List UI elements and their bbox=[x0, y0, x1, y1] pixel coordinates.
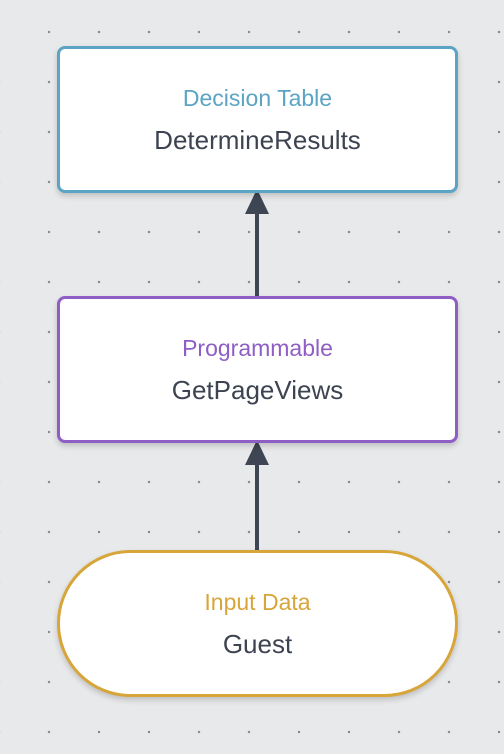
node-type-label: Programmable bbox=[182, 334, 333, 361]
node-type-label: Decision Table bbox=[182, 84, 333, 111]
programmable-node[interactable]: Programmable GetPageViews bbox=[57, 296, 458, 443]
node-name-label: GetPageViews bbox=[171, 374, 344, 405]
node-name-label: DetermineResults bbox=[154, 124, 361, 155]
node-type-label: Input Data bbox=[204, 588, 311, 615]
edge-arrowhead bbox=[245, 440, 269, 465]
edge-arrowhead bbox=[245, 189, 269, 214]
edge-programmable-to-decision[interactable] bbox=[245, 189, 269, 296]
decision-table-node[interactable]: Decision Table DetermineResults bbox=[57, 46, 458, 193]
input-data-node[interactable]: Input Data Guest bbox=[57, 550, 458, 697]
node-name-label: Guest bbox=[222, 628, 293, 659]
edge-input-to-programmable[interactable] bbox=[245, 440, 269, 550]
